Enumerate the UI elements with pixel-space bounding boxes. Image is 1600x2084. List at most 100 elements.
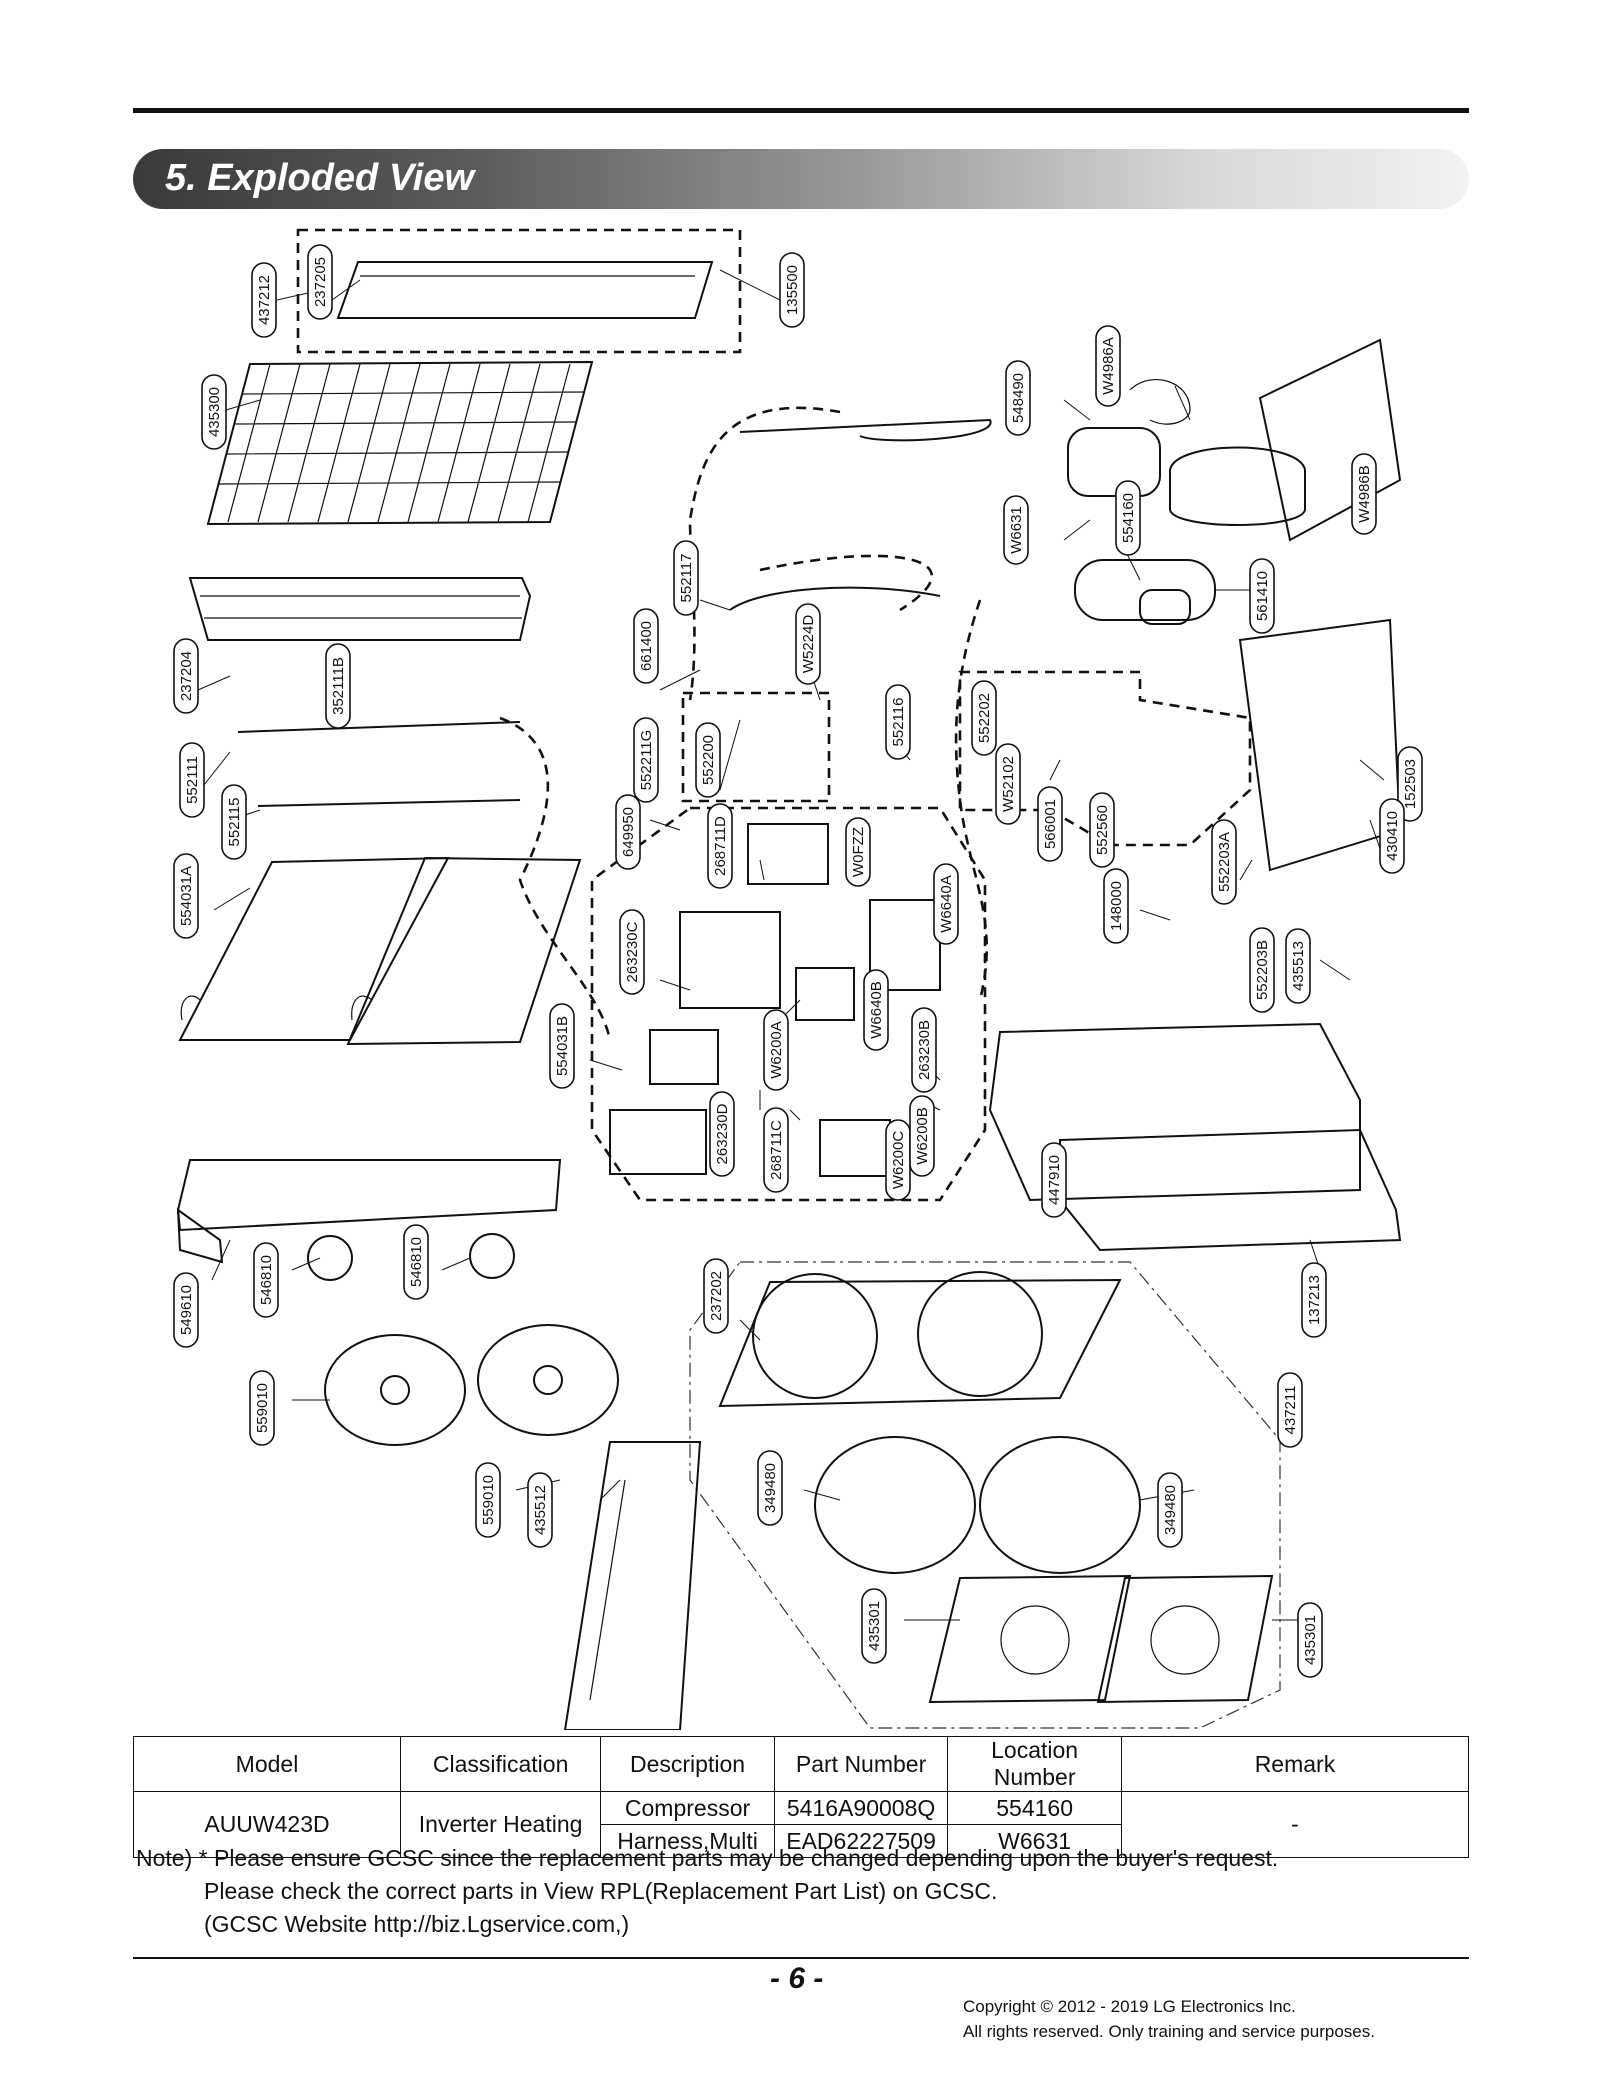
note-line-1: Note) * Please ensure GCSC since the rep… <box>136 1845 1279 1871</box>
label-W6200B: W6200B <box>909 1095 935 1177</box>
label-W6200A: W6200A <box>763 1009 789 1091</box>
svg-text:552111: 552111 <box>184 756 201 804</box>
svg-text:237205: 237205 <box>312 257 329 307</box>
svg-text:559010: 559010 <box>480 1475 497 1525</box>
top-cover-group-box <box>296 228 742 354</box>
svg-text:561410: 561410 <box>1254 571 1271 621</box>
cell-description: Harness,Multi <box>600 1824 775 1858</box>
svg-text:437212: 437212 <box>256 275 273 325</box>
svg-text:554160: 554160 <box>1120 493 1137 543</box>
svg-text:552117: 552117 <box>678 554 695 603</box>
label-546810-right: 546810 <box>403 1224 429 1300</box>
label-268711D: 268711D <box>707 803 733 889</box>
label-237204: 237204 <box>173 638 199 714</box>
svg-text:W0FZZ: W0FZZ <box>850 827 867 877</box>
label-561410: 561410 <box>1249 558 1275 634</box>
bottom-rule <box>133 1957 1469 1959</box>
label-447910: 447910 <box>1041 1142 1067 1218</box>
svg-text:552560: 552560 <box>1094 805 1111 855</box>
leader-lines <box>197 269 1385 1621</box>
svg-text:430410: 430410 <box>1384 811 1401 861</box>
header-model: Model <box>133 1736 401 1792</box>
label-349480-right: 349480 <box>1157 1472 1183 1548</box>
svg-text:W6200C: W6200C <box>890 1131 907 1190</box>
label-W6631: W6631 <box>1003 495 1029 565</box>
label-W0FZZ: W0FZZ <box>845 817 871 887</box>
table-header-row: Model Classification Description Part Nu… <box>133 1736 1470 1792</box>
svg-text:435513: 435513 <box>1290 941 1307 991</box>
copyright-line-2: All rights reserved. Only training and s… <box>963 2022 1375 2041</box>
cell-remark: - <box>1120 1791 1470 1858</box>
svg-text:548490: 548490 <box>1010 373 1027 423</box>
cell-location-number: 554160 <box>947 1791 1122 1825</box>
label-559010-left: 559010 <box>249 1370 275 1446</box>
svg-text:552211G: 552211G <box>638 730 655 791</box>
label-430410: 430410 <box>1379 798 1405 874</box>
svg-text:263230D: 263230D <box>714 1103 731 1164</box>
cell-part-number: 5416A90008Q <box>773 1791 949 1825</box>
label-263230C: 263230C <box>619 909 645 995</box>
label-W4986A: W4986A <box>1095 325 1121 407</box>
svg-text:435512: 435512 <box>532 1485 549 1535</box>
svg-text:661400: 661400 <box>638 621 655 671</box>
cell-location-number: W6631 <box>947 1824 1122 1858</box>
part-labels: 437212 237205 135500 435300 548490 W4986… <box>173 244 1423 1678</box>
top-rule <box>133 108 1469 113</box>
svg-text:552203A: 552203A <box>1216 832 1233 892</box>
exploded-view-diagram: 437212 237205 135500 435300 548490 W4986… <box>173 228 1423 1730</box>
label-546810-left: 546810 <box>253 1242 279 1318</box>
svg-text:437211: 437211 <box>1282 1386 1299 1435</box>
label-554031A: 554031A <box>173 853 199 939</box>
label-137213: 137213 <box>1301 1262 1327 1338</box>
svg-text:268711C: 268711C <box>768 1120 785 1180</box>
svg-text:352111B: 352111B <box>330 657 347 715</box>
svg-text:W6200B: W6200B <box>914 1107 931 1165</box>
svg-text:549610: 549610 <box>178 1285 195 1335</box>
label-437211: 437211 <box>1277 1372 1303 1448</box>
svg-text:552200: 552200 <box>700 735 717 785</box>
cell-model: AUUW423D <box>133 1791 401 1858</box>
label-552111: 552111 <box>179 742 205 818</box>
label-552200: 552200 <box>695 722 721 798</box>
label-649950: 649950 <box>615 794 641 870</box>
table-row: Harness,Multi EAD62227509 W6631 <box>134 1824 1469 1858</box>
label-435512: 435512 <box>527 1472 553 1548</box>
svg-text:552203B: 552203B <box>1254 940 1271 1000</box>
cell-classification: Inverter Heating <box>399 1791 602 1858</box>
label-552202: 552202 <box>971 680 997 756</box>
svg-text:554031A: 554031A <box>178 866 195 926</box>
label-559010-right: 559010 <box>475 1462 501 1538</box>
table-row: AUUW423D Inverter Heating Compressor 541… <box>133 1791 1470 1858</box>
svg-text:W6640A: W6640A <box>938 875 955 933</box>
label-W5224D: W5224D <box>795 603 821 685</box>
label-W52102: W52102 <box>995 743 1021 825</box>
cell-description: Compressor <box>600 1791 775 1825</box>
svg-text:W52102: W52102 <box>1000 756 1017 812</box>
label-268711C: 268711C <box>763 1107 789 1193</box>
pcb-group-box <box>590 806 987 1202</box>
label-435300: 435300 <box>201 374 227 450</box>
label-263230B: 263230B <box>911 1007 937 1093</box>
group-boxes <box>296 228 1281 1729</box>
svg-text:263230C: 263230C <box>624 921 641 982</box>
label-552203A: 552203A <box>1211 819 1237 905</box>
svg-text:435301: 435301 <box>866 1601 883 1651</box>
svg-text:135500: 135500 <box>784 265 801 315</box>
header-location-number: Location Number <box>947 1736 1122 1792</box>
label-552117: 552117 <box>673 540 699 616</box>
svg-text:268711D: 268711D <box>712 816 729 876</box>
label-552211G: 552211G <box>633 717 659 803</box>
label-554031B: 554031B <box>549 1003 575 1089</box>
label-435301-right: 435301 <box>1297 1602 1323 1678</box>
copyright-line-1: Copyright © 2012 - 2019 LG Electronics I… <box>963 1997 1296 2016</box>
svg-text:552115: 552115 <box>226 798 243 847</box>
svg-text:137213: 137213 <box>1306 1275 1323 1325</box>
page-number: - 6 - <box>770 1962 824 1995</box>
label-554160: 554160 <box>1115 480 1141 556</box>
svg-text:447910: 447910 <box>1046 1155 1063 1205</box>
label-549610: 549610 <box>173 1272 199 1348</box>
header-part-number: Part Number <box>773 1736 949 1792</box>
svg-text:546810: 546810 <box>408 1237 425 1287</box>
label-W6640A: W6640A <box>933 863 959 945</box>
label-148000: 148000 <box>1103 868 1129 944</box>
